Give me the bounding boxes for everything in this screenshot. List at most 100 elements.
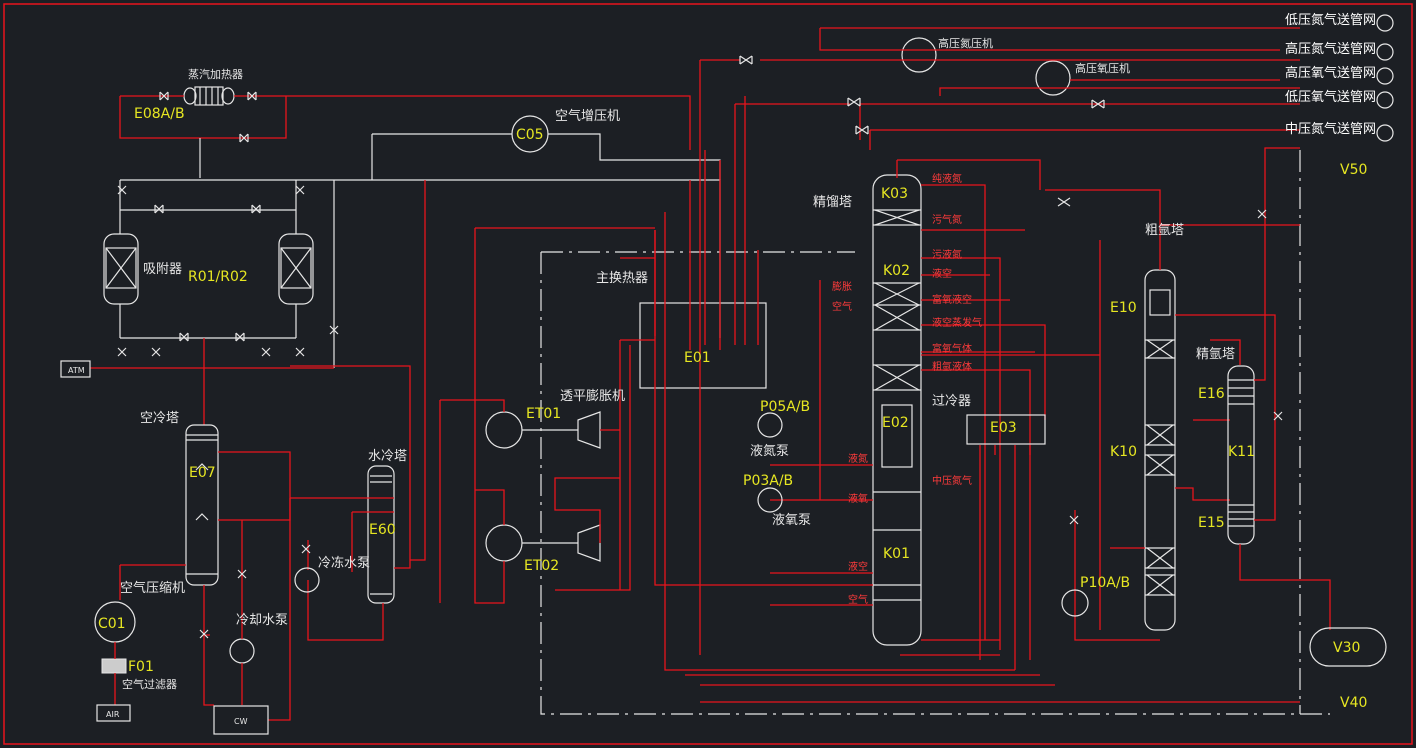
cw-box — [213, 705, 269, 735]
lp-nitrogen-compressor — [901, 37, 937, 73]
e60-return — [290, 180, 426, 569]
valve-e08-3 — [239, 133, 249, 143]
stream-waste-liquid-nitrogen: 污液氮 — [932, 248, 962, 261]
e60-piping — [268, 497, 394, 721]
label-hp-oxygen-compressor: 高压氧压机 — [1075, 61, 1130, 75]
liquid-nitrogen-pump-p05 — [757, 412, 783, 438]
tag-e01: E01 — [684, 350, 711, 366]
stream-rich-oxygen-gas: 富氧气体 — [932, 342, 972, 355]
tag-r01-r02: R01/R02 — [188, 269, 248, 285]
subcooler-e03 — [966, 414, 1046, 445]
cold-box-boundary — [540, 150, 1330, 715]
stream-medium-pressure-nitrogen: 中压氮气 — [932, 474, 972, 487]
network-5: 中压氮气送管网 — [1285, 121, 1376, 137]
k10-lines — [921, 189, 1300, 641]
label-steam-heater: 蒸汽加热器 — [188, 67, 243, 81]
tag-e02: E02 — [882, 415, 909, 431]
label-lp-nitrogen-compressor: 高压氮压机 — [938, 36, 993, 50]
adsorber-r02 — [278, 233, 314, 305]
tag-k03: K03 — [881, 186, 908, 202]
tag-e08: E08A/B — [134, 106, 185, 122]
stream-air: 空气 — [848, 593, 868, 606]
tag-p05: P05A/B — [760, 399, 810, 415]
k11-lines — [1175, 147, 1331, 630]
water-cooling-tower-e60 — [367, 465, 395, 604]
tag-et02: ET02 — [524, 558, 559, 574]
steam-heater-e08 — [183, 86, 235, 106]
network-3: 高压氧气送管网 — [1285, 65, 1376, 81]
adsorber-valves — [117, 185, 305, 357]
column-streams — [896, 159, 1046, 660]
tag-k02: K02 — [883, 263, 910, 279]
adsorber-r01 — [103, 233, 139, 305]
label-water-cooling-tower: 水冷塔 — [368, 449, 407, 464]
adsorber-piping — [119, 180, 297, 339]
stream-expansion-air: 空气 — [832, 300, 852, 313]
expander-et01-motor — [485, 411, 523, 449]
top-valves — [739, 55, 1105, 135]
network-4: 低压氧气送管网 — [1285, 89, 1376, 105]
tag-e16: E16 — [1198, 386, 1225, 402]
tag-v40: V40 — [1340, 695, 1367, 711]
main-column — [872, 174, 922, 646]
stream-pure-liquid-nitrogen: 纯液氮 — [932, 172, 962, 185]
label-liquid-oxygen-pump: 液氧泵 — [772, 513, 811, 528]
air-box — [96, 704, 131, 722]
e07-piping — [119, 451, 291, 706]
air-cooling-tower-e07 — [185, 424, 219, 586]
liquid-oxygen-pump-p03 — [757, 487, 783, 513]
air-header — [120, 179, 721, 338]
label-rectifying-column: 精馏塔 — [813, 195, 852, 210]
e01-streams — [654, 96, 759, 350]
column-bottoms — [685, 639, 1300, 703]
pure-argon-column-k11 — [1227, 365, 1255, 545]
label-subcooler: 过冷器 — [932, 394, 971, 409]
label-main-exchanger: 主换热器 — [596, 271, 648, 286]
network-terminals — [1376, 14, 1394, 142]
main-exchanger-e01 — [639, 302, 767, 389]
tag-p10: P10A/B — [1080, 575, 1130, 591]
valve-e08-1 — [247, 91, 257, 101]
label-liquid-nitrogen-pump: 液氮泵 — [750, 444, 789, 459]
expander-piping — [439, 228, 655, 604]
label-air: AIR — [106, 710, 120, 719]
expander-et02 — [577, 524, 601, 562]
tag-f01: F01 — [128, 659, 154, 675]
label-adsorber: 吸附器 — [143, 262, 182, 277]
label-turbo-expander: 透平膨胀机 — [560, 389, 625, 404]
regen-line — [119, 95, 691, 150]
tag-k10: K10 — [1110, 444, 1137, 460]
label-pure-argon-column: 精氩塔 — [1196, 347, 1235, 362]
tag-e60: E60 — [369, 522, 396, 538]
stream-rich-oxygen-liquid-air: 富氧液空 — [932, 293, 972, 306]
tag-v30: V30 — [1333, 640, 1360, 656]
tag-et01: ET01 — [526, 406, 561, 422]
frame — [3, 3, 1413, 745]
label-air-filter: 空气过滤器 — [122, 677, 177, 691]
hp-oxygen-compressor — [1035, 60, 1071, 96]
stream-liquid-air-evap: 液空蒸发气 — [932, 316, 982, 329]
tag-e15: E15 — [1198, 515, 1225, 531]
tag-c01: C01 — [98, 616, 126, 632]
expander-et01 — [577, 411, 601, 449]
expander-et02-motor — [485, 524, 523, 562]
e01-feeds — [475, 227, 655, 259]
label-cw: CW — [234, 717, 248, 726]
stream-liquid-oxygen: 液氧 — [848, 492, 868, 505]
stream-liquid-air: 液空 — [932, 267, 952, 280]
label-air-cooling-tower: 空冷塔 — [140, 411, 179, 426]
product-headers — [700, 27, 1300, 131]
tag-k11: K11 — [1228, 444, 1255, 460]
e03-lines — [979, 445, 1031, 670]
tag-e10: E10 — [1110, 300, 1137, 316]
crude-argon-column-k10 — [1144, 269, 1176, 631]
stream-waste-nitrogen: 污气氮 — [932, 213, 962, 226]
label-air-compressor: 空气压缩机 — [120, 580, 185, 596]
network-1: 低压氮气送管网 — [1285, 12, 1376, 28]
column-feeds — [654, 230, 1015, 671]
label-crude-argon-column: 粗氩塔 — [1145, 223, 1184, 238]
tag-p03: P03A/B — [743, 473, 793, 489]
product-risers — [699, 60, 871, 655]
label-air-booster: 空气增压机 — [555, 108, 620, 124]
